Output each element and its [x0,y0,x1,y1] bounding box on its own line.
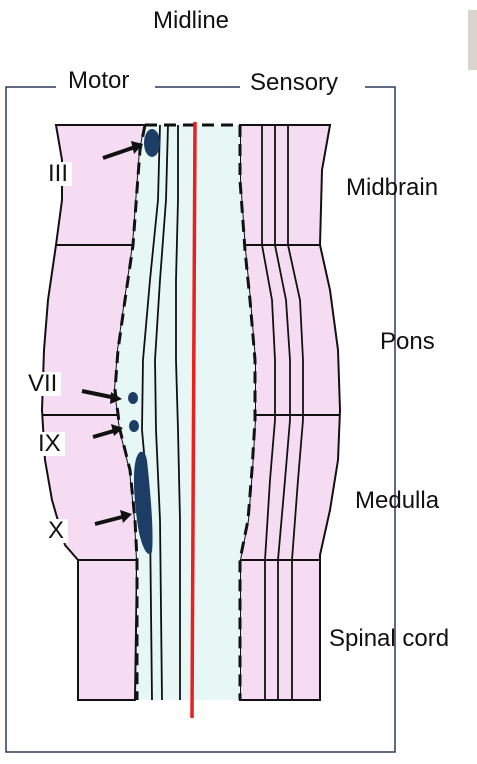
region-pons-label: Pons [380,328,435,355]
sensory-column-label: Sensory [246,71,343,95]
midline-title: Midline [153,7,230,34]
sensory-column-line-3 [287,125,304,700]
region-spinal-cord-label: Spinal cord [329,625,450,652]
region-medulla-label: Medulla [355,487,440,514]
sensory-column-line-1 [261,125,276,700]
nucleus-vii-label: VII [24,372,62,396]
edge-artifact [468,10,477,70]
nucleus-ix-label: IX [34,432,65,456]
arrow-vii [81,389,122,404]
nucleus-iii [144,129,160,157]
midline-line [190,121,197,719]
nucleus-ix [129,420,139,432]
nucleus-x-label: X [44,519,69,543]
arrow-iii [102,141,143,160]
left-dashed-boundary [113,124,147,700]
nucleus-x [133,451,153,555]
nucleus-iii-label: III [44,162,73,186]
nucleus-vii [128,392,138,404]
arrow-ix [92,424,123,439]
sensory-column-line-2 [274,125,291,700]
motor-column-label: Motor [64,69,134,93]
motor-column-line-3 [175,125,181,700]
arrow-x [94,510,132,526]
region-midbrain-label: Midbrain [346,174,439,201]
motor-column-line-2 [154,124,169,701]
outer-frame [5,86,396,753]
